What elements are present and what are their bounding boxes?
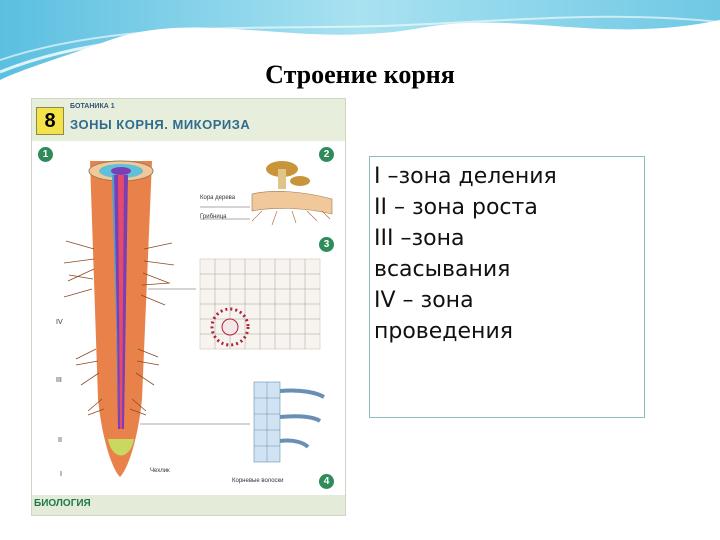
legend-line: I –зона деления: [374, 161, 640, 192]
poster-footer-brand: БИОЛОГИЯ: [34, 498, 91, 509]
legend-line: IV – зона: [374, 285, 640, 316]
legend-line: проведения: [374, 316, 640, 347]
poster-badge-1: 1: [38, 147, 53, 162]
label-root-hairs: Корневые волоски: [232, 478, 284, 484]
zone-mark-iv: IV: [56, 319, 63, 326]
zone-mark-iii: III: [56, 377, 62, 384]
hair-cells: [254, 382, 324, 462]
legend-line: II – зона роста: [374, 192, 640, 223]
cell-section: [200, 259, 320, 349]
mushroom-sketch: [252, 161, 332, 225]
zones-legend-box: I –зона деления II – зона роста III –зон…: [369, 156, 645, 418]
label-fungus: Грибница: [200, 214, 226, 220]
root-zones-poster: 8 БОТАНИКА 1 ЗОНЫ КОРНЯ. МИКОРИЗА: [31, 98, 346, 516]
poster-badge-4: 4: [319, 474, 334, 489]
poster-footer: БИОЛОГИЯ: [32, 495, 345, 515]
zone-mark-i: I: [60, 471, 62, 478]
poster-badge-3: 3: [319, 237, 334, 252]
legend-line: III –зона: [374, 223, 640, 254]
slide-title: Строение корня: [0, 60, 720, 90]
label-root-cap: Чехлик: [150, 468, 170, 474]
poster-badge-2: 2: [319, 147, 334, 162]
zone-mark-ii: II: [58, 437, 62, 444]
label-bark: Кора дерева: [200, 195, 235, 201]
root-illustration: [32, 99, 345, 495]
legend-line: всасывания: [374, 254, 640, 285]
